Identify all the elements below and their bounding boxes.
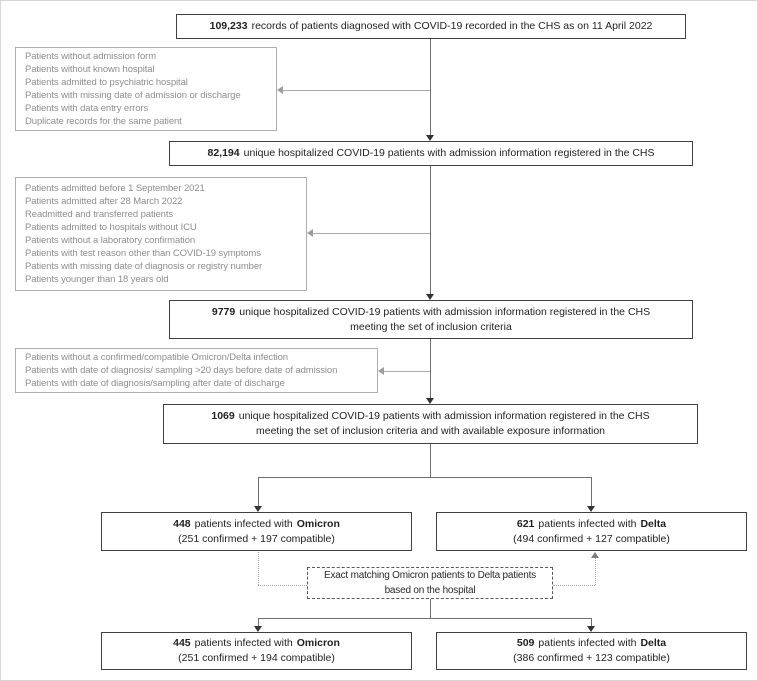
connector-matching-stem	[430, 599, 431, 618]
box-omicron-initial: 448 patients infected with Omicron (251 …	[101, 512, 412, 551]
connector-exclusion-stage3	[384, 371, 430, 372]
box-unique-hospitalized: 82,194 unique hospitalized COVID-19 pati…	[169, 141, 693, 166]
delta-initial-breakdown: (494 confirmed + 127 compatible)	[513, 532, 670, 545]
omicron-matched-count: 445	[173, 637, 191, 649]
exclusion-item: Patients admitted to hospitals without I…	[25, 222, 197, 233]
arrowhead-left-icon	[277, 86, 283, 94]
arrowhead-left-icon	[378, 367, 384, 375]
omicron-initial-breakdown: (251 confirmed + 197 compatible)	[178, 532, 335, 545]
delta-matched-breakdown: (386 confirmed + 123 compatible)	[513, 652, 670, 664]
omicron-matched-line1: 445 patients infected with Omicron	[173, 636, 340, 651]
exclusion-item: Patients with missing date of diagnosis …	[25, 261, 263, 272]
connector-step1-step2	[430, 39, 431, 135]
arrowhead-down-icon	[587, 506, 595, 512]
exclusion-item: Duplicate records for the same patient	[25, 116, 182, 127]
delta-matched-label: patients infected with	[538, 637, 637, 649]
box-exposure-information-line1: 1069 unique hospitalized COVID-19 patien…	[211, 409, 649, 424]
delta-initial-label: patients infected with	[538, 517, 637, 530]
exposure-information-count: 1069	[211, 410, 235, 422]
connector-matched-to-delta	[591, 618, 592, 627]
box-inclusion-criteria-line2: meeting the set of inclusion criteria	[350, 320, 512, 333]
exclusion-item: Patients admitted after 28 March 2022	[25, 196, 183, 207]
exact-matching-line1: Exact matching Omicron patients to Delta…	[324, 570, 536, 581]
inclusion-criteria-label: unique hospitalized COVID-19 patients wi…	[239, 305, 651, 318]
connector-exclusion-stage2	[313, 233, 430, 234]
exclusion-item: Patients without known hospital	[25, 64, 155, 75]
box-unique-hospitalized-text: 82,194 unique hospitalized COVID-19 pati…	[208, 146, 655, 161]
exclusion-item: Patients with missing date of admission …	[25, 90, 241, 101]
omicron-matched-variant: Omicron	[296, 637, 340, 649]
omicron-initial-variant: Omicron	[296, 517, 340, 530]
exclusion-item: Patients without admission form	[25, 51, 157, 62]
box-inclusion-criteria: 9779 unique hospitalized COVID-19 patien…	[169, 300, 693, 339]
box-exposure-information-line2: meeting the set of inclusion criteria an…	[255, 425, 606, 437]
box-inclusion-criteria-line1: 9779 unique hospitalized COVID-19 patien…	[212, 305, 650, 320]
delta-matched-count: 509	[516, 637, 535, 649]
exclusion-box-stage1: Patients without admission form Patients…	[15, 47, 277, 131]
connector-omicron-to-matching-vertical	[258, 552, 259, 585]
delta-matched-line1: 509 patients infected with Delta	[517, 636, 666, 651]
exposure-information-label: unique hospitalized COVID-19 patients wi…	[238, 410, 650, 422]
connector-matching-to-delta-horizontal	[553, 585, 595, 586]
connector-step2-step3	[430, 166, 431, 294]
exclusion-item: Patients with data entry errors	[25, 103, 149, 114]
arrowhead-down-icon	[587, 626, 595, 632]
connector-matched-to-omicron	[258, 618, 259, 627]
connector-exclusion-stage1	[283, 90, 430, 91]
delta-initial-line1: 621 patients infected with Delta	[517, 517, 666, 532]
connector-omicron-to-matching-horizontal	[258, 585, 307, 586]
exclusion-item: Patients without a laboratory confirmati…	[25, 235, 196, 246]
total-records-label: records of patients diagnosed with COVID…	[251, 20, 653, 32]
exact-matching-line2: based on the hospital	[384, 585, 476, 596]
arrowhead-down-icon	[426, 294, 434, 300]
omicron-initial-line1: 448 patients infected with Omicron	[173, 517, 340, 532]
box-delta-initial: 621 patients infected with Delta (494 co…	[436, 512, 747, 551]
arrowhead-down-icon	[254, 626, 262, 632]
connector-matched-horizontal	[258, 618, 592, 619]
delta-initial-count: 621	[516, 517, 535, 530]
box-omicron-matched: 445 patients infected with Omicron (251 …	[101, 632, 412, 670]
box-total-records: 109,233 records of patients diagnosed wi…	[176, 14, 686, 39]
delta-initial-variant: Delta	[640, 517, 667, 530]
arrowhead-down-icon	[426, 398, 434, 404]
connector-branch-to-omicron	[258, 477, 259, 506]
omicron-initial-label: patients infected with	[194, 517, 293, 530]
omicron-initial-count: 448	[173, 517, 191, 530]
connector-branch-to-delta	[591, 477, 592, 506]
exclusion-item: Patients admitted to psychiatric hospita…	[25, 77, 188, 88]
connector-branch-horizontal	[258, 477, 592, 478]
unique-hospitalized-count: 82,194	[207, 147, 240, 159]
connector-step4-branch-stem	[430, 444, 431, 477]
exclusion-box-stage2: Patients admitted before 1 September 202…	[15, 177, 307, 291]
arrowhead-up-icon	[591, 552, 599, 558]
arrowhead-left-icon	[307, 229, 313, 237]
exclusion-item: Patients without a confirmed/compatible …	[25, 352, 288, 363]
exclusion-item: Patients with date of diagnosis/sampling…	[25, 378, 285, 389]
exclusion-item: Readmitted and transferred patients	[25, 209, 174, 220]
exclusion-box-stage3: Patients without a confirmed/compatible …	[15, 348, 378, 393]
arrowhead-down-icon	[426, 135, 434, 141]
exclusion-item: Patients with test reason other than COV…	[25, 248, 261, 259]
box-exposure-information: 1069 unique hospitalized COVID-19 patien…	[163, 404, 698, 444]
exclusion-item: Patients admitted before 1 September 202…	[25, 183, 205, 194]
unique-hospitalized-label: unique hospitalized COVID-19 patients wi…	[243, 147, 655, 159]
delta-matched-variant: Delta	[640, 637, 667, 649]
exclusion-item: Patients with date of diagnosis/ samplin…	[25, 365, 338, 376]
omicron-matched-label: patients infected with	[194, 637, 293, 649]
arrowhead-down-icon	[254, 506, 262, 512]
total-records-count: 109,233	[209, 20, 248, 32]
connector-step3-step4	[430, 339, 431, 398]
inclusion-criteria-count: 9779	[211, 305, 236, 318]
box-delta-matched: 509 patients infected with Delta (386 co…	[436, 632, 747, 670]
connector-matching-to-delta-vertical	[595, 558, 596, 585]
box-exact-matching: Exact matching Omicron patients to Delta…	[307, 567, 553, 599]
exclusion-item: Patients younger than 18 years old	[25, 274, 169, 285]
omicron-matched-breakdown: (251 confirmed + 194 compatible)	[178, 652, 335, 664]
box-total-records-text: 109,233 records of patients diagnosed wi…	[210, 19, 653, 34]
